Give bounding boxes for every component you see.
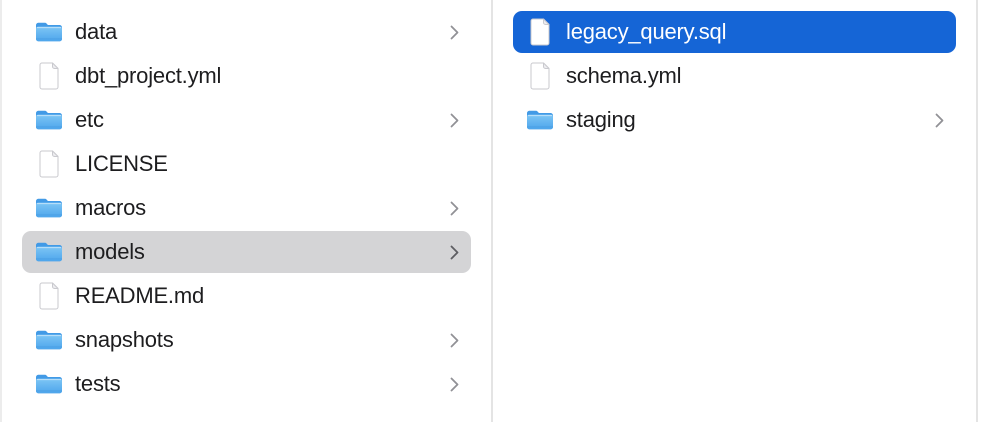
item-label: snapshots [75, 327, 174, 352]
item-label: dbt_project.yml [75, 63, 222, 88]
item-label: staging [566, 107, 636, 132]
chevron-right-icon [450, 201, 459, 216]
item-label: data [75, 19, 118, 44]
list-item[interactable]: data [22, 11, 471, 53]
chevron-right-icon [450, 25, 459, 40]
column-divider [976, 0, 978, 422]
item-label: etc [75, 107, 104, 132]
folder-icon [35, 194, 63, 222]
list-item[interactable]: README.md [22, 275, 471, 317]
list-item[interactable]: LICENSE [22, 143, 471, 185]
list-item[interactable]: tests [22, 363, 471, 405]
folder-icon [35, 326, 63, 354]
folder-icon [35, 238, 63, 266]
finder-column-child: legacy_query.sql schema.yml staging [493, 0, 976, 422]
item-label: macros [75, 195, 146, 220]
list-item[interactable]: legacy_query.sql [513, 11, 956, 53]
list-item[interactable]: snapshots [22, 319, 471, 361]
list-item[interactable]: dbt_project.yml [22, 55, 471, 97]
list-item[interactable]: models [22, 231, 471, 273]
folder-icon [35, 106, 63, 134]
chevron-right-icon [450, 113, 459, 128]
chevron-right-icon [450, 333, 459, 348]
item-label: LICENSE [75, 151, 168, 176]
list-item[interactable]: etc [22, 99, 471, 141]
column-divider [491, 0, 493, 422]
list-item[interactable]: staging [513, 99, 956, 141]
chevron-right-icon [450, 377, 459, 392]
item-label: tests [75, 371, 121, 396]
finder-column-parent: data dbt_project.yml etc LICENSE [2, 0, 491, 422]
item-label: README.md [75, 283, 204, 308]
file-icon [526, 18, 554, 46]
item-label: schema.yml [566, 63, 682, 88]
chevron-right-icon [450, 245, 459, 260]
file-icon [35, 282, 63, 310]
folder-icon [35, 370, 63, 398]
item-label: models [75, 239, 145, 264]
list-item[interactable]: schema.yml [513, 55, 956, 97]
file-icon [35, 150, 63, 178]
next-column-sliver [978, 0, 984, 422]
item-label: legacy_query.sql [566, 19, 727, 44]
folder-icon [35, 18, 63, 46]
file-icon [526, 62, 554, 90]
list-item[interactable]: macros [22, 187, 471, 229]
chevron-right-icon [935, 113, 944, 128]
file-icon [35, 62, 63, 90]
folder-icon [526, 106, 554, 134]
